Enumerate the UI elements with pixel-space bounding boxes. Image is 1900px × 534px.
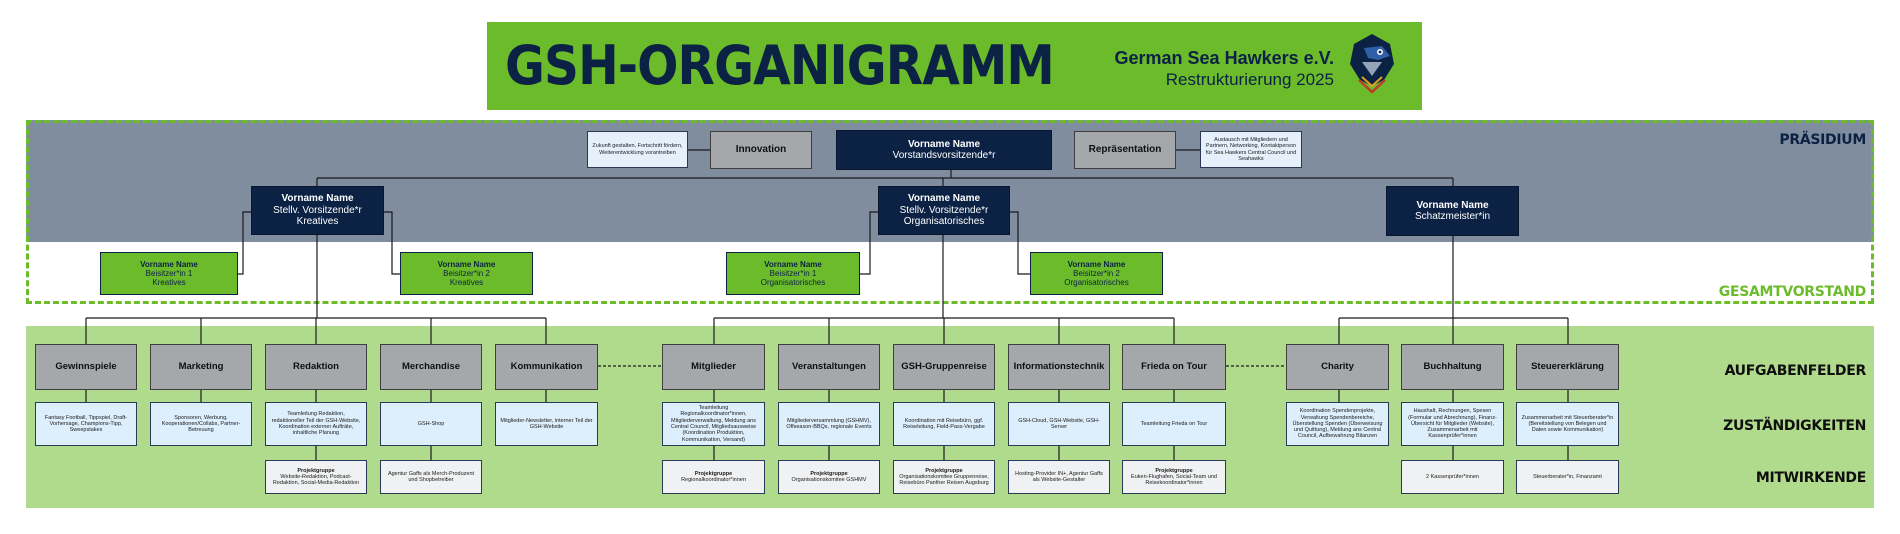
repraesentation-note: Austausch mit Mitgliedern und Partnern, … [1200,131,1302,168]
org-name: German Sea Hawkers e.V. [1114,48,1334,68]
assessor-role: Beisitzer*in 1 [769,268,817,278]
contrib-text: Organisationskomitee GSHMV [791,477,867,483]
chair-box: Vorname Name Vorstandsvorsitzende*r [836,130,1052,170]
task-marketing: Marketing [150,344,252,390]
header-banner: GSH-ORGANIGRAMM German Sea Hawkers e.V. … [487,22,1422,110]
assessor-name: Vorname Name [764,259,822,269]
vice1-area: Kreatives [296,216,339,228]
contrib-redaktion: Projektgruppe Website-Redaktion, Podcast… [265,460,367,494]
repraesentation-box: Repräsentation [1074,131,1176,169]
resp-veranstaltungen: Mitgliederversammlung (GSHMV), Offseason… [778,402,880,446]
contrib-text: Website-Redaktion, Podcast-Redaktion, So… [272,473,360,487]
task-steuererklaerung: Steuererklärung [1516,344,1619,390]
resp-gewinnspiele: Fantasy Football, Tippspiel, Draft-Vorhe… [35,402,137,446]
assessor-box: Vorname Name Beisitzer*in 1 Kreatives [100,252,238,295]
vice1-name: Vorname Name [281,193,354,205]
task-informationstechnik: Informationstechnik [1008,344,1110,390]
contrib-gruppenreise: Projektgruppe Organisationskomitee Grupp… [893,460,995,494]
vice-chair-organisatorisches: Vorname Name Stellv. Vorsitzende*r Organ… [878,186,1010,235]
resp-informationstechnik: GSH-Cloud, GSH-Website, GSH-Server [1008,402,1110,446]
gesamtvorstand-frame [26,120,1874,304]
contrib-steuererklaerung: Steuerberater*in, Finanzamt [1516,460,1619,494]
assessor-box: Vorname Name Beisitzer*in 2 Kreatives [400,252,533,295]
assessor-name: Vorname Name [1067,259,1126,269]
assessor-role: Beisitzer*in 2 [443,268,490,278]
contrib-title: Projektgruppe [1155,467,1193,474]
task-mitglieder: Mitglieder [662,344,765,390]
contrib-text: Euken-Flughafen, Social-Team und Reiseko… [1131,473,1217,487]
assessor-area: Organisatorisches [760,278,826,288]
assessor-box: Vorname Name Beisitzer*in 1 Organisatori… [726,252,860,295]
vice2-area: Organisatorisches [903,216,985,228]
resp-gruppenreise: Koordination mit Reisebüro, ggf. Reisele… [893,402,995,446]
assessor-area: Kreatives [152,278,186,288]
contrib-frieda-on-tour: Projektgruppe Euken-Flughafen, Social-Te… [1122,460,1226,494]
task-frieda-on-tour: Frieda on Tour [1122,344,1226,390]
contrib-informationstechnik: Hosting-Provider IN+, Agentur Gaffs als … [1008,460,1110,494]
vice2-name: Vorname Name [907,193,981,205]
resp-marketing: Sponsoren, Werbung, Kooperationen/Collab… [150,402,252,446]
resp-merchandise: GSH-Shop [380,402,482,446]
task-charity: Charity [1286,344,1389,390]
chair-role: Vorstandsvorsitzende*r [892,150,996,161]
assessor-role: Beisitzer*in 1 [145,268,193,278]
task-veranstaltungen: Veranstaltungen [778,344,880,390]
label-gesamtvorstand: GESAMTVORSTAND [1718,284,1867,300]
label-zustaendigkeiten: ZUSTÄNDIGKEITEN [1723,418,1866,434]
task-merchandise: Merchandise [380,344,482,390]
assessor-name: Vorname Name [140,259,198,269]
vice-chair-kreatives: Vorname Name Stellv. Vorsitzende*r Kreat… [251,186,384,235]
page-title: GSH-ORGANIGRAMM [505,34,1055,97]
contrib-title: Projektgruppe [694,470,733,477]
treasurer-box: Vorname Name Schatzmeister*in [1386,186,1519,236]
contrib-title: Projektgruppe [810,470,848,477]
resp-charity: Koordination Spendenprojekte, Verwaltung… [1286,402,1389,446]
vice2-role: Stellv. Vorsitzende*r [899,204,989,216]
task-buchhaltung: Buchhaltung [1401,344,1504,390]
resp-buchhaltung: Haushalt, Rechnungen, Spesen (Formular u… [1401,402,1504,446]
innovation-note: Zukunft gestalten, Fortschritt fördern, … [587,131,688,168]
chair-name: Vorname Name [907,138,981,150]
resp-frieda-on-tour: Teamleitung Frieda on Tour [1122,402,1226,446]
label-praesidium: PRÄSIDIUM [1779,132,1866,148]
contrib-title: Projektgruppe [297,467,335,474]
label-aufgabenfelder: AUFGABENFELDER [1724,363,1867,379]
innovation-box: Innovation [710,131,812,169]
contrib-mitglieder: Projektgruppe Regionalkoordinator*innen [662,460,765,494]
resp-steuererklaerung: Zusammenarbeit mit Steuerberater*in (Ber… [1516,402,1619,446]
assessor-box: Vorname Name Beisitzer*in 2 Organisatori… [1030,252,1163,295]
contrib-merchandise: Agentur Gaffs als Merch-Produzent und Sh… [380,460,482,494]
contrib-veranstaltungen: Projektgruppe Organisationskomitee GSHMV [778,460,880,494]
task-kommunikation: Kommunikation [495,344,598,390]
contrib-text: Regionalkoordinator*innen [681,477,746,483]
header-subtitle: Restrukturierung 2025 [1165,70,1334,89]
contrib-buchhaltung: 2 Kassenprüfer*innen [1401,460,1504,494]
label-mitwirkende: MITWIRKENDE [1755,470,1866,486]
task-redaktion: Redaktion [265,344,367,390]
treasurer-role: Schatzmeister*in [1414,211,1491,222]
contrib-text: Organisationskomitee Gruppenreise, Reise… [899,473,989,487]
vice1-role: Stellv. Vorsitzende*r [273,204,362,216]
task-gewinnspiele: Gewinnspiele [35,344,137,390]
assessor-area: Kreatives [449,278,484,288]
assessor-area: Organisatorisches [1064,278,1129,288]
resp-redaktion: Teamleitung Redaktion, redaktioneller Te… [265,402,367,446]
treasurer-name: Vorname Name [1416,199,1489,211]
contrib-title: Projektgruppe [925,467,963,474]
assessor-role: Beisitzer*in 2 [1073,268,1120,278]
task-gruppenreise: GSH-Gruppenreise [893,344,995,390]
assessor-name: Vorname Name [437,259,496,269]
resp-mitglieder: Teamleitung Regionalkoordinator*innen, M… [662,402,765,446]
resp-kommunikation: Mitglieder-Newsletter, interner Teil der… [495,402,598,446]
seahawk-logo-icon [1350,34,1394,100]
